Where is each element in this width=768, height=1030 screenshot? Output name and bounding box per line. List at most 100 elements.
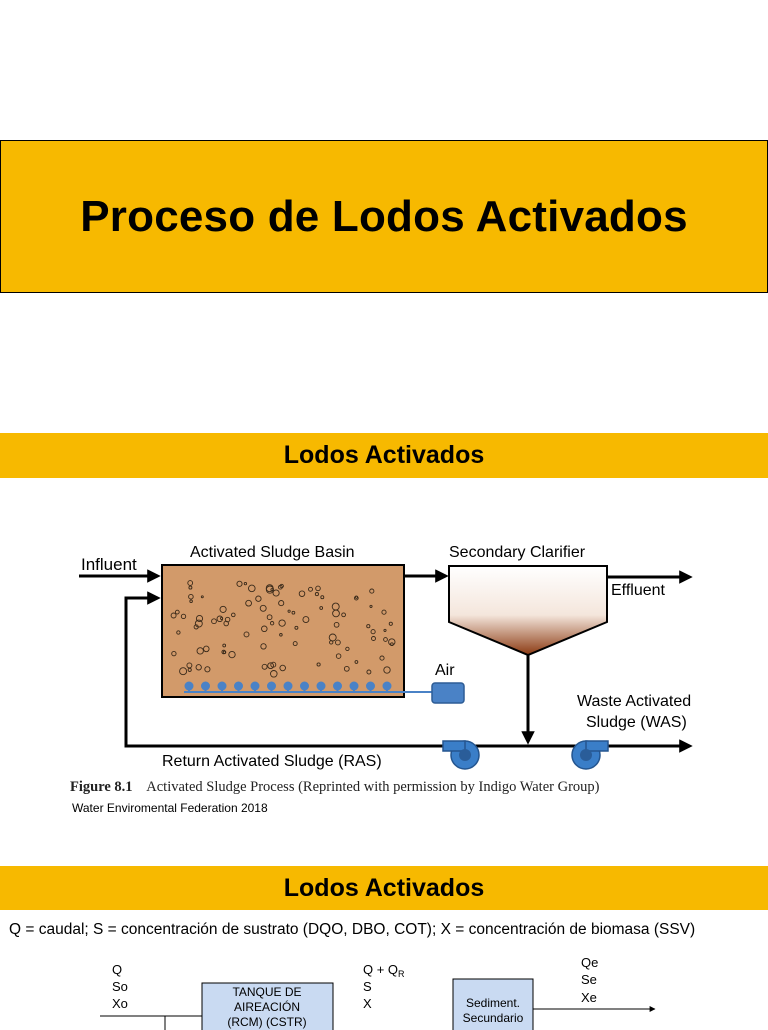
air-bubble — [243, 631, 250, 638]
air-bubble — [265, 584, 274, 593]
air-bubble — [279, 633, 283, 637]
air-bubble — [219, 605, 227, 613]
air-bubble — [195, 664, 202, 671]
diffusers — [184, 681, 392, 692]
air-bubble — [269, 621, 275, 626]
inlet-q: Q — [112, 962, 122, 977]
air-bubble — [195, 614, 204, 623]
air-bubble — [189, 599, 193, 603]
air-bubble — [187, 580, 194, 586]
air-bubble — [170, 612, 177, 619]
air-bubble — [314, 592, 319, 597]
inlet-xo: Xo — [112, 996, 128, 1011]
figure-caption-text: Activated Sludge Process (Reprinted with… — [146, 779, 600, 795]
activated-sludge-diagram: Influent Activated Sludge Basin Secondar… — [79, 544, 693, 770]
air-bubble — [222, 643, 227, 648]
air-bubble — [383, 628, 387, 632]
air-bubble — [270, 670, 278, 678]
air-bubble — [245, 599, 252, 607]
aeration-tank-box — [201, 982, 334, 1030]
air-bubble — [353, 595, 359, 601]
influent-label: Influent — [81, 555, 137, 574]
was-label-line1: Waste Activated — [577, 693, 691, 710]
basin-label: Activated Sludge Basin — [190, 544, 355, 561]
air-bubble — [278, 600, 285, 607]
air-bubble — [341, 612, 346, 618]
air-bubble — [316, 662, 321, 667]
ras-label: Return Activated Sludge (RAS) — [162, 753, 382, 770]
air-bubble — [379, 655, 385, 661]
air-bubble — [320, 595, 325, 600]
tank-label-line2: AIREACIÓN — [234, 999, 300, 1014]
air-bubble — [308, 586, 313, 592]
settler-label-line2: Secundario — [463, 1011, 524, 1025]
air-bubble — [243, 581, 248, 586]
variable-definitions: Q = caudal; S = concentración de sustrat… — [9, 921, 696, 938]
air-bubble — [302, 616, 310, 624]
air-bubble — [261, 625, 268, 633]
air-bubble — [174, 609, 180, 615]
air-bubble — [194, 619, 203, 628]
air-bubble — [315, 585, 321, 592]
secondary-settler-box — [452, 978, 534, 1030]
secondary-clarifier — [448, 565, 608, 657]
air-bubble — [196, 647, 204, 655]
section-header-text: Lodos Activados — [283, 441, 485, 469]
air-bubble — [332, 609, 340, 618]
figure-caption: Figure 8.1 Activated Sludge Process (Rep… — [70, 779, 599, 796]
air-bubble — [188, 593, 194, 600]
air-bubble — [187, 667, 192, 672]
tank-label-line1: TANQUE DE — [232, 985, 301, 999]
air-bubble — [328, 633, 337, 642]
title-banner: Proceso de Lodos Activados — [0, 140, 768, 293]
air-bubble — [292, 641, 298, 647]
tank-label-line3: (RCM) (CSTR) — [227, 1015, 306, 1029]
air-bubble — [298, 590, 306, 597]
air-bubble — [266, 614, 273, 621]
outlet-xe: Xe — [581, 990, 597, 1005]
air-bubble — [370, 629, 376, 635]
air-bubble — [343, 665, 350, 672]
air-bubble — [335, 653, 342, 659]
mass-balance-schematic: Q So Xo TANQUE DE AIREACIÓN (RCM) (CSTR)… — [100, 955, 656, 1030]
air-bubble — [221, 649, 226, 655]
air-bubble — [180, 613, 187, 620]
air-bubble — [287, 609, 291, 613]
air-label: Air — [435, 662, 455, 679]
air-bubble — [171, 650, 177, 657]
air-bubble — [267, 662, 274, 670]
air-bubble — [354, 660, 359, 664]
mid-x-label: X — [363, 996, 372, 1011]
air-bubble — [224, 616, 231, 623]
effluent-label: Effluent — [611, 582, 666, 599]
air-bubble — [291, 610, 296, 615]
air-blower — [431, 682, 465, 704]
section-header: Lodos Activados — [0, 433, 768, 478]
air-bubble — [255, 595, 262, 602]
air-bubble — [193, 624, 199, 630]
air-bubble — [236, 580, 243, 587]
air-bubble — [369, 588, 375, 594]
air-bubble — [260, 643, 267, 650]
section-header-text: Lodos Activados — [283, 873, 485, 902]
was-label-line2: Sludge (WAS) — [586, 714, 687, 731]
outlet-se: Se — [581, 972, 597, 987]
air-bubble — [204, 666, 211, 673]
air-bubble — [259, 604, 267, 612]
air-bubble — [383, 666, 391, 674]
slide-title: Proceso de Lodos Activados — [80, 191, 688, 241]
ras-pump — [442, 740, 480, 770]
air-bubble — [335, 639, 341, 646]
settler-label-line1: Sediment. — [466, 996, 520, 1010]
air-bubble — [272, 589, 280, 597]
air-bubble — [203, 645, 210, 653]
air-bubble — [278, 619, 286, 627]
air-bubble — [369, 604, 373, 608]
figure-number: Figure 8.1 — [70, 779, 133, 795]
air-bubble — [278, 584, 283, 590]
air-bubble — [366, 669, 372, 675]
air-bubble — [381, 609, 387, 615]
air-bubble — [371, 636, 376, 641]
mid-q-label: Q + QR — [363, 962, 405, 979]
air-bubble — [388, 621, 393, 626]
